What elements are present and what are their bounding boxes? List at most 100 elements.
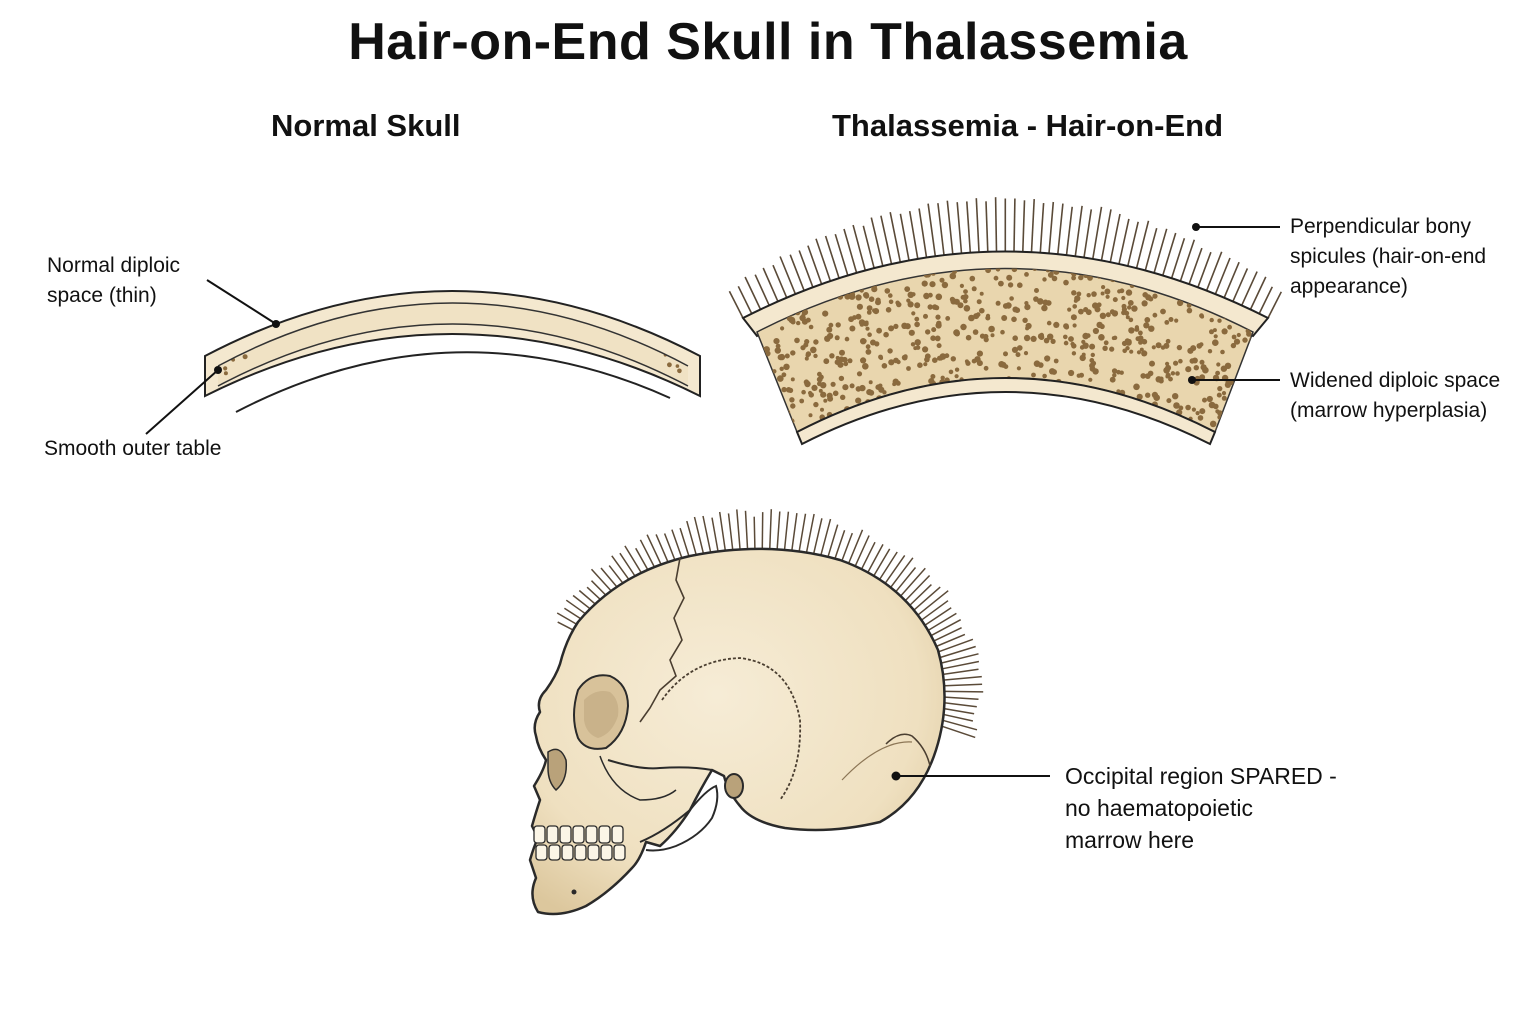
- marrow-dot: [345, 279, 350, 284]
- marrow-dot: [436, 245, 441, 250]
- marrow-dot: [914, 339, 921, 346]
- marrow-dot: [887, 348, 893, 354]
- marrow-dot: [1148, 296, 1154, 302]
- marrow-dot: [1032, 268, 1038, 271]
- marrow-dot: [525, 268, 529, 272]
- bony-spicule: [956, 202, 963, 254]
- marrow-dot: [1017, 425, 1024, 432]
- bony-spicule: [940, 719, 978, 731]
- marrow-dot: [892, 382, 897, 387]
- marrow-dot: [866, 305, 873, 311]
- marrow-dot: [1166, 398, 1172, 404]
- bony-spicule: [805, 513, 815, 553]
- bony-spicule: [927, 612, 957, 632]
- marrow-dot: [319, 288, 323, 292]
- marrow-dot: [1154, 421, 1160, 427]
- bony-spicule: [1030, 199, 1035, 253]
- marrow-dot: [796, 320, 801, 326]
- marrow-dot: [793, 240, 799, 246]
- marrow-dot: [979, 307, 985, 314]
- marrow-dot: [1017, 282, 1023, 289]
- marrow-dot: [855, 313, 862, 320]
- marrow-dot: [784, 353, 790, 359]
- marrow-dot: [783, 363, 790, 370]
- marrow-dot: [935, 293, 943, 301]
- marrow-dot: [1057, 431, 1062, 432]
- marrow-dot: [1149, 360, 1155, 367]
- marrow-dot: [1098, 334, 1105, 341]
- marrow-dot: [1012, 335, 1018, 342]
- marrow-dot: [1176, 299, 1184, 307]
- marrow-dot: [813, 401, 819, 408]
- marrow-dot: [1170, 371, 1176, 376]
- marrow-dot: [1144, 420, 1150, 426]
- marrow-dot: [855, 294, 862, 301]
- marrow-dot: [991, 211, 995, 215]
- marrow-dot: [901, 322, 908, 329]
- marrow-dot: [979, 422, 986, 429]
- marrow-dot: [906, 298, 911, 303]
- marrow-dot: [1089, 358, 1095, 363]
- bony-spicule: [737, 285, 753, 314]
- marrow-dot: [565, 282, 569, 286]
- bony-spicule: [847, 529, 864, 566]
- marrow-dot: [1237, 430, 1243, 432]
- marrow-dot: [966, 427, 972, 432]
- marrow-dot: [906, 420, 913, 427]
- bony-spicule: [693, 516, 705, 555]
- marrow-dot: [878, 386, 885, 393]
- tooth: [611, 825, 624, 844]
- tooth: [574, 844, 587, 861]
- skull-mandible: [639, 784, 719, 852]
- bony-spicule: [1013, 198, 1016, 252]
- bony-spicule: [899, 213, 910, 261]
- marrow-dot: [885, 307, 892, 313]
- marrow-dot: [1053, 424, 1058, 430]
- marrow-dot: [834, 215, 838, 219]
- marrow-dot: [804, 356, 809, 361]
- marrow-dot: [859, 322, 865, 327]
- marrow-dot: [1134, 243, 1140, 249]
- marrow-dot: [1087, 275, 1093, 281]
- marrow-dot: [803, 230, 808, 235]
- marrow-dot: [883, 331, 889, 338]
- marrow-dot: [1022, 317, 1028, 323]
- marrow-dot: [908, 329, 915, 336]
- marrow-dot: [872, 308, 880, 315]
- marrow-dot: [832, 390, 839, 397]
- marrow-dot: [847, 426, 853, 432]
- bony-spicule: [985, 201, 989, 252]
- marrow-dot: [1071, 290, 1077, 296]
- marrow-dot: [1103, 340, 1109, 346]
- marrow-dot: [834, 255, 838, 259]
- marrow-dot: [1158, 268, 1165, 271]
- marrow-dot: [1041, 304, 1048, 312]
- marrow-dot: [772, 221, 777, 226]
- marrow-dot: [810, 346, 817, 354]
- skull-ear-canal: [724, 773, 744, 799]
- bony-spicule: [927, 203, 937, 257]
- marrow-dot: [914, 321, 920, 328]
- marrow-dot: [1229, 412, 1234, 418]
- bony-spicule: [646, 534, 664, 570]
- marrow-dot: [863, 420, 868, 425]
- marrow-dot: [936, 425, 943, 432]
- marrow-dot: [860, 357, 867, 364]
- marrow-dot: [1165, 361, 1170, 366]
- marrow-dot: [1081, 407, 1086, 413]
- bony-spicule: [1100, 209, 1112, 261]
- marrow-dot: [1221, 391, 1227, 396]
- marrow-dot: [604, 308, 608, 312]
- marrow-dot: [1172, 393, 1179, 400]
- marrow-dot: [914, 316, 920, 322]
- label-normal-diploic-line2: space (thin): [47, 284, 157, 307]
- marrow-dot: [1125, 315, 1130, 320]
- marrow-dot: [1246, 331, 1252, 337]
- marrow-dot: [1140, 211, 1145, 216]
- marrow-dot: [1217, 386, 1223, 392]
- marrow-dot: [757, 370, 760, 375]
- marrow-dot: [1161, 430, 1166, 432]
- marrow-dot: [775, 256, 780, 261]
- marrow-dot: [1042, 299, 1049, 306]
- bony-spicule: [686, 520, 698, 557]
